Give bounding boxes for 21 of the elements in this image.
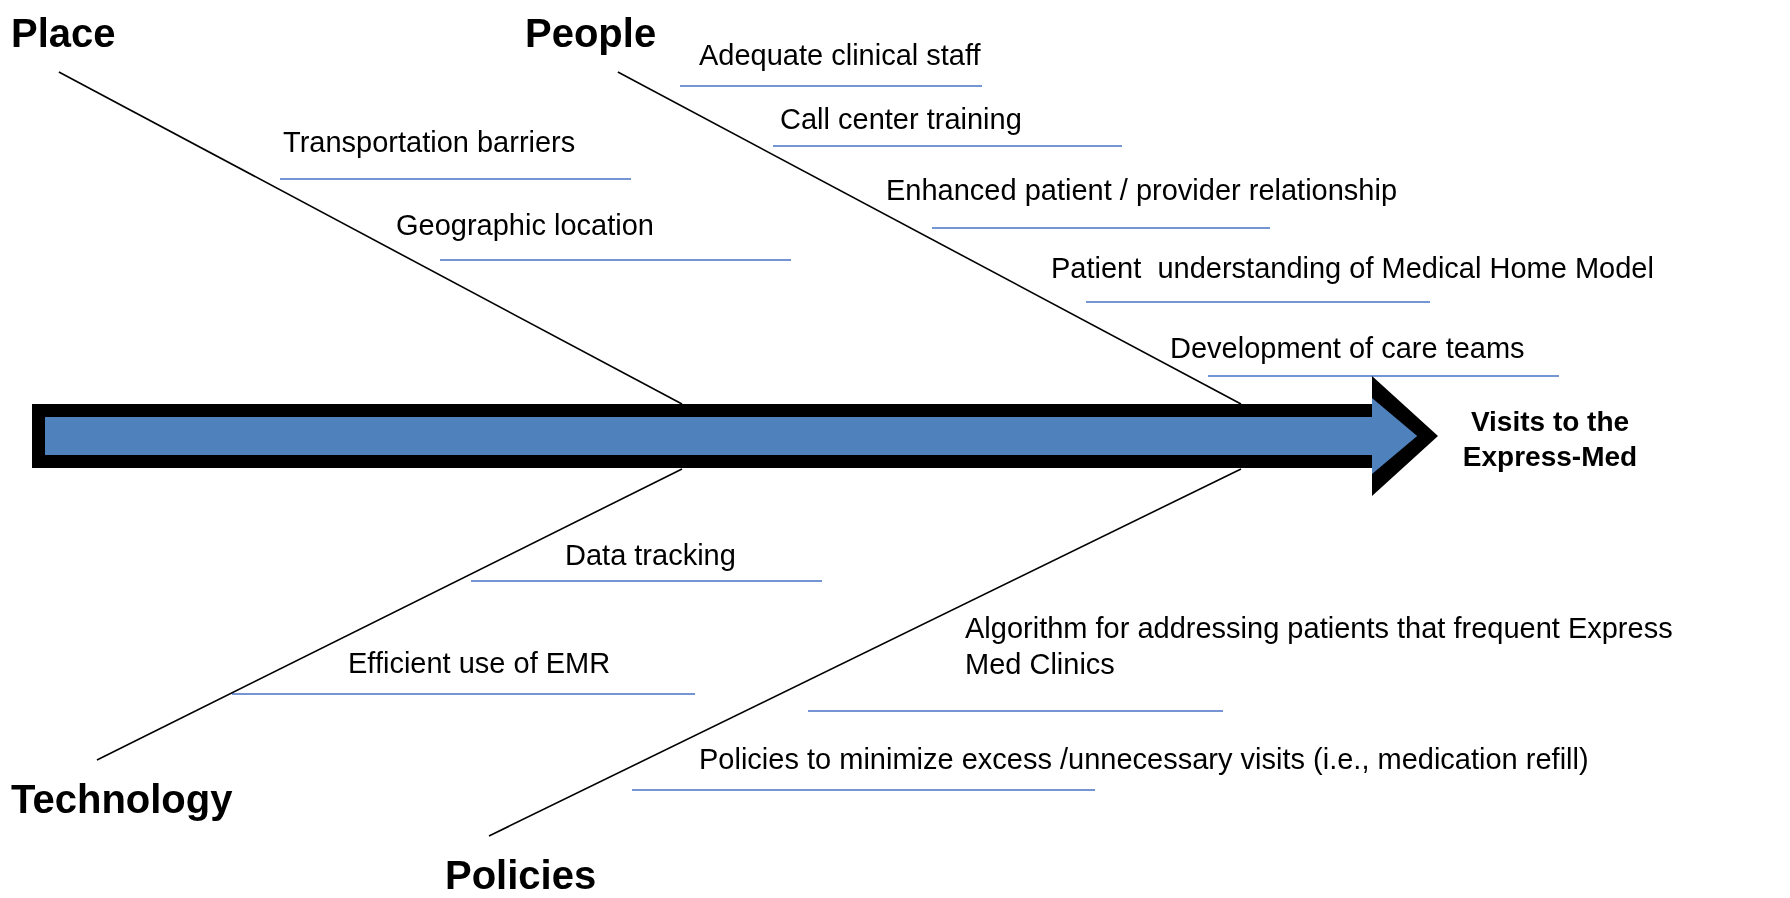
cause-label: Enhanced patient / provider relationship [886,172,1398,209]
cause-label: Data tracking [565,537,736,574]
cause-label: Algorithm for addressing patients that frequent Express Med Clinics [965,610,1685,683]
category-label: People [525,8,657,58]
cause-label: Policies to minimize excess /unnecessary visits (i.e., medication refill) [699,741,1589,778]
category-label: Policies [445,850,597,898]
bone-line [617,71,1242,405]
cause-label: Development of care teams [1170,330,1525,367]
spine-arrow [32,376,1438,496]
category-label: Technology [11,774,233,824]
cause-label: Call center training [780,101,1022,138]
bone-line [58,71,683,405]
category-label: Place [11,8,116,58]
cause-label: Efficient use of EMR [348,645,611,682]
cause-label: Adequate clinical staff [699,37,981,74]
effect-label: Visits to the Express-Med [1440,404,1660,474]
cause-label: Geographic location [396,207,654,244]
bone-line [488,468,1242,837]
cause-label: Patient understanding of Medical Home Model [1051,250,1654,287]
cause-label: Transportation barriers [283,124,576,161]
bone-line [96,468,683,761]
